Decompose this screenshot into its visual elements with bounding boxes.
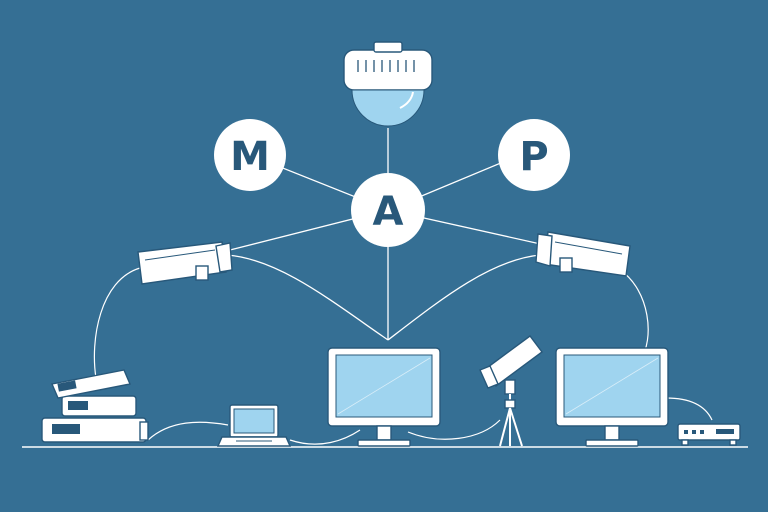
bullet-camera-icon-right: [535, 231, 631, 277]
monitor-icon-right: [555, 347, 669, 447]
laptop-icon: [216, 404, 292, 447]
node-a: A: [351, 173, 425, 247]
node-label-m: M: [230, 134, 270, 180]
node-m: M: [214, 119, 286, 191]
node-label-a: A: [373, 189, 404, 235]
dvr-stack-icon: [41, 369, 149, 443]
router-icon: [677, 423, 741, 446]
bullet-camera-icon-left: [137, 241, 233, 285]
node-p: P: [498, 119, 570, 191]
tripod-camera-icon: [479, 335, 543, 447]
node-label-p: P: [519, 134, 548, 180]
dome-camera-icon: [343, 41, 433, 127]
monitor-icon-center: [327, 347, 441, 447]
